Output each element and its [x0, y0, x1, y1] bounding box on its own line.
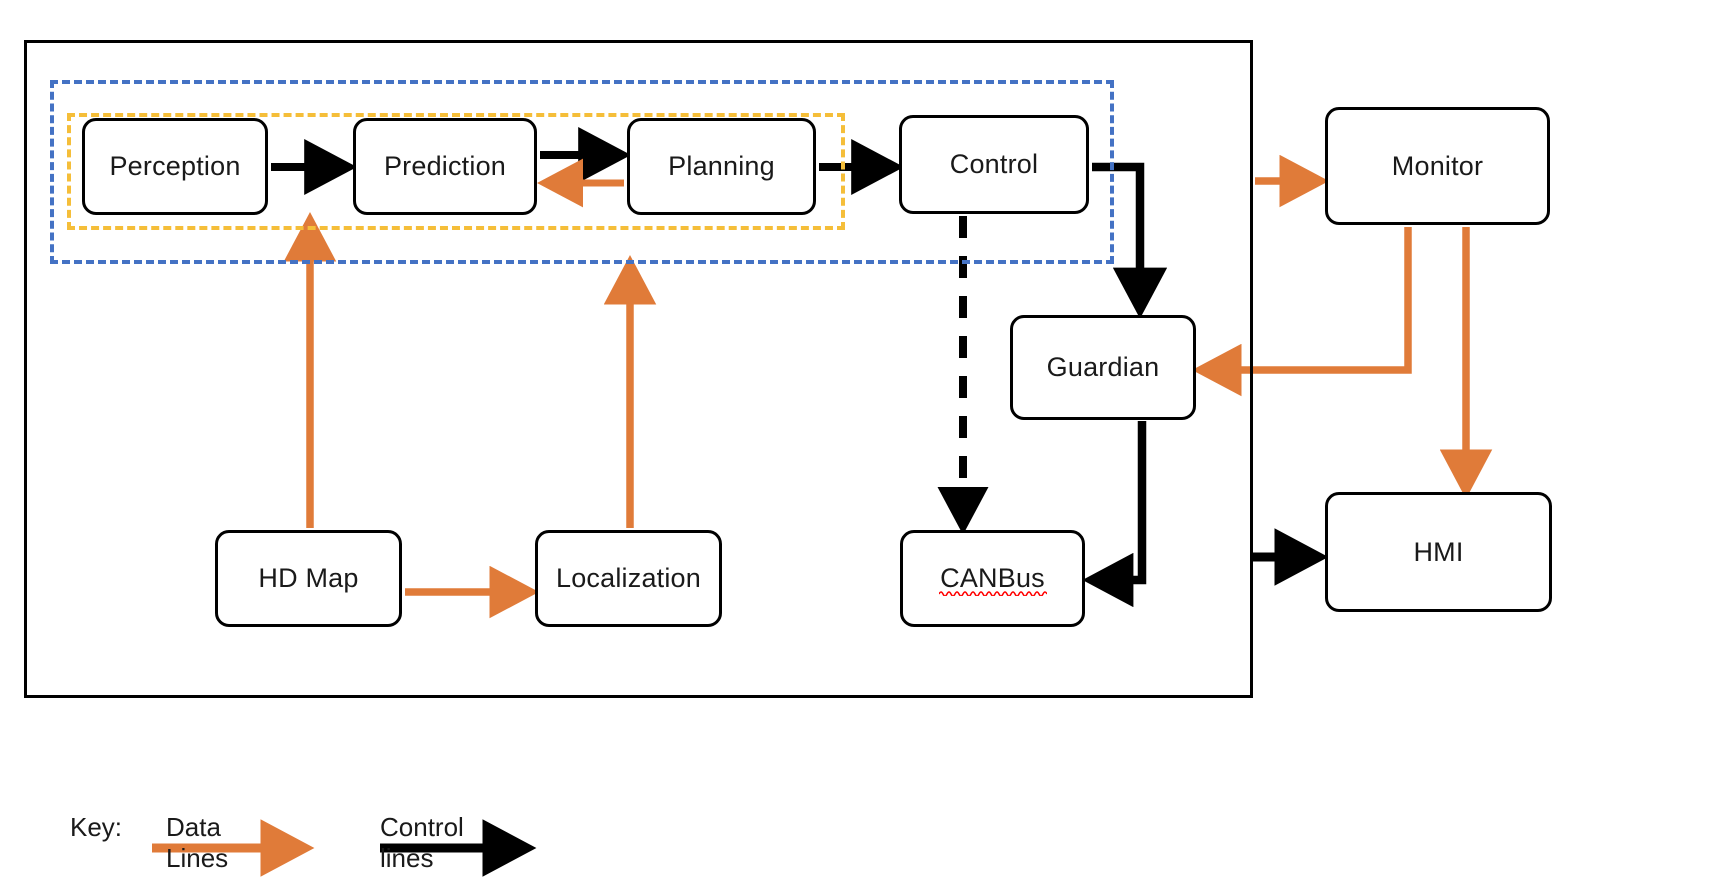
node-hmi-label: HMI — [1413, 536, 1464, 567]
node-canbus[interactable]: CANBus — [900, 530, 1085, 627]
node-perception-label: Perception — [109, 151, 241, 181]
node-hd-map-label: HD Map — [258, 563, 359, 593]
legend-data-lines-label: Data Lines — [166, 812, 229, 873]
legend-title: Key: — [70, 812, 123, 842]
node-monitor-label: Monitor — [1391, 150, 1484, 181]
legend-control-lines-label: Control lines — [380, 812, 464, 873]
node-perception[interactable]: Perception — [82, 118, 268, 215]
node-guardian[interactable]: Guardian — [1010, 315, 1196, 420]
node-hd-map[interactable]: HD Map — [215, 530, 402, 627]
node-control[interactable]: Control — [899, 115, 1089, 214]
node-prediction-label: Prediction — [383, 151, 507, 181]
node-canbus-label: CANBus — [940, 563, 1045, 593]
node-monitor[interactable]: Monitor — [1325, 107, 1550, 225]
node-hmi[interactable]: HMI — [1325, 492, 1552, 612]
node-localization[interactable]: Localization — [535, 530, 722, 627]
node-localization-label: Localization — [556, 563, 701, 593]
yellow-dashed-group-box — [67, 113, 845, 230]
node-planning-label: Planning — [668, 151, 775, 181]
node-guardian-label: Guardian — [1046, 352, 1160, 382]
node-planning[interactable]: Planning — [627, 118, 816, 215]
node-prediction[interactable]: Prediction — [353, 118, 537, 215]
node-control-label: Control — [949, 149, 1039, 179]
